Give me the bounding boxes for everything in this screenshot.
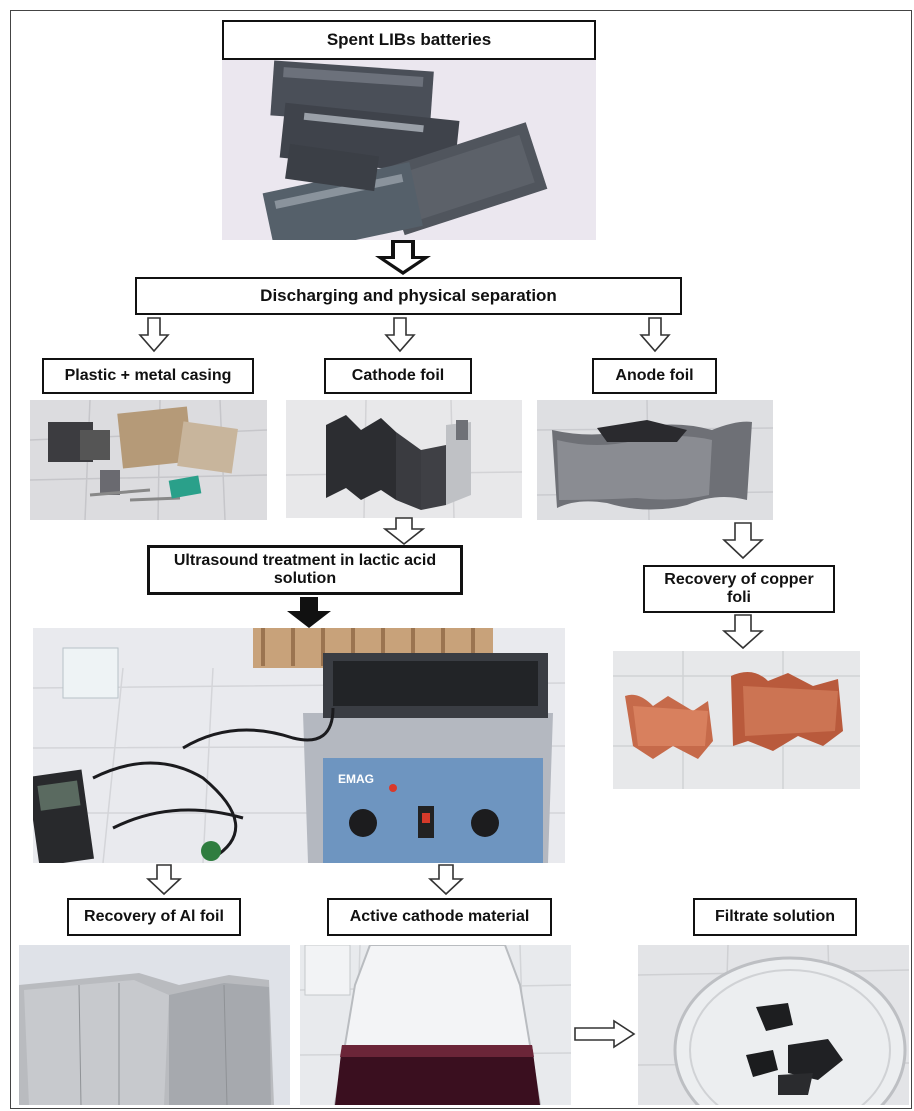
- outline-arrow-down: [721, 522, 765, 560]
- plastic-metal-casing-photo: [30, 400, 267, 520]
- figure-frame: [10, 10, 912, 1109]
- spent-batteries-photo: [222, 60, 596, 240]
- svg-text:EMAG: EMAG: [338, 772, 374, 786]
- outline-arrow-down: [721, 614, 765, 650]
- label-filtrate-solution: Filtrate solution: [693, 898, 857, 936]
- outline-arrow-down: [382, 517, 426, 546]
- label-recovery-copper: Recovery of copper foli: [643, 565, 835, 613]
- cathode-foil-photo: [286, 400, 522, 518]
- label-recovery-al: Recovery of Al foil: [67, 898, 241, 936]
- label-discharging: Discharging and physical separation: [135, 277, 682, 315]
- label-active-cathode: Active cathode material: [327, 898, 552, 936]
- label-anode-foil: Anode foil: [592, 358, 717, 394]
- aluminium-foil-photo: [19, 945, 290, 1105]
- outline-arrow-down: [427, 864, 465, 896]
- outline-arrow-right: [574, 1019, 636, 1049]
- block-arrow-down: [285, 597, 333, 629]
- outline-arrow-down: [138, 317, 170, 353]
- ultrasonic-bath-photo: EMAG: [33, 628, 565, 863]
- anode-foil-photo: [537, 400, 773, 520]
- outline-arrow-down: [145, 864, 183, 896]
- petri-dish-photo: [638, 945, 909, 1105]
- label-plastic-metal-casing: Plastic + metal casing: [42, 358, 254, 394]
- outline-arrow-down: [384, 317, 416, 353]
- flask-photo: [300, 945, 571, 1105]
- copper-foil-photo: [613, 651, 860, 789]
- label-spent-batteries: Spent LIBs batteries: [222, 20, 596, 60]
- outline-arrow-down: [639, 317, 671, 353]
- label-cathode-foil: Cathode foil: [324, 358, 472, 394]
- label-ultrasound-treatment: Ultrasound treatment in lactic acid solu…: [147, 545, 463, 595]
- block-arrow-down: [373, 240, 433, 276]
